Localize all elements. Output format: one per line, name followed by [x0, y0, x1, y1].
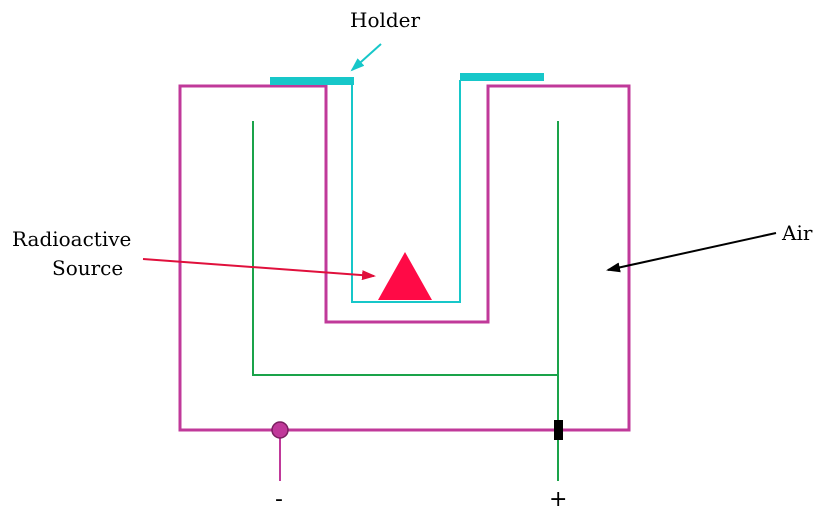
holder-label: Holder — [350, 8, 421, 32]
radioactive-source-arrow — [142, 258, 376, 281]
positive-terminal-sign: + — [549, 487, 567, 510]
radioactive-source-label-line1: Radioactive — [12, 227, 131, 251]
holder-plate-right — [460, 73, 544, 81]
holder-plate-left — [270, 77, 354, 85]
radioactive-source-label-line2: Source — [52, 256, 123, 280]
holder-well — [351, 80, 461, 303]
chamber-outer-wall — [178, 84, 631, 432]
negative-terminal-sign: - — [275, 487, 283, 510]
negative-terminal-icon — [271, 421, 289, 439]
air-arrow — [606, 232, 777, 273]
air-label: Air — [781, 221, 813, 245]
positive-terminal-icon — [554, 420, 563, 440]
inner-electrode — [252, 121, 559, 376]
holder-arrow — [350, 43, 382, 72]
radioactive-source-icon — [378, 252, 432, 300]
